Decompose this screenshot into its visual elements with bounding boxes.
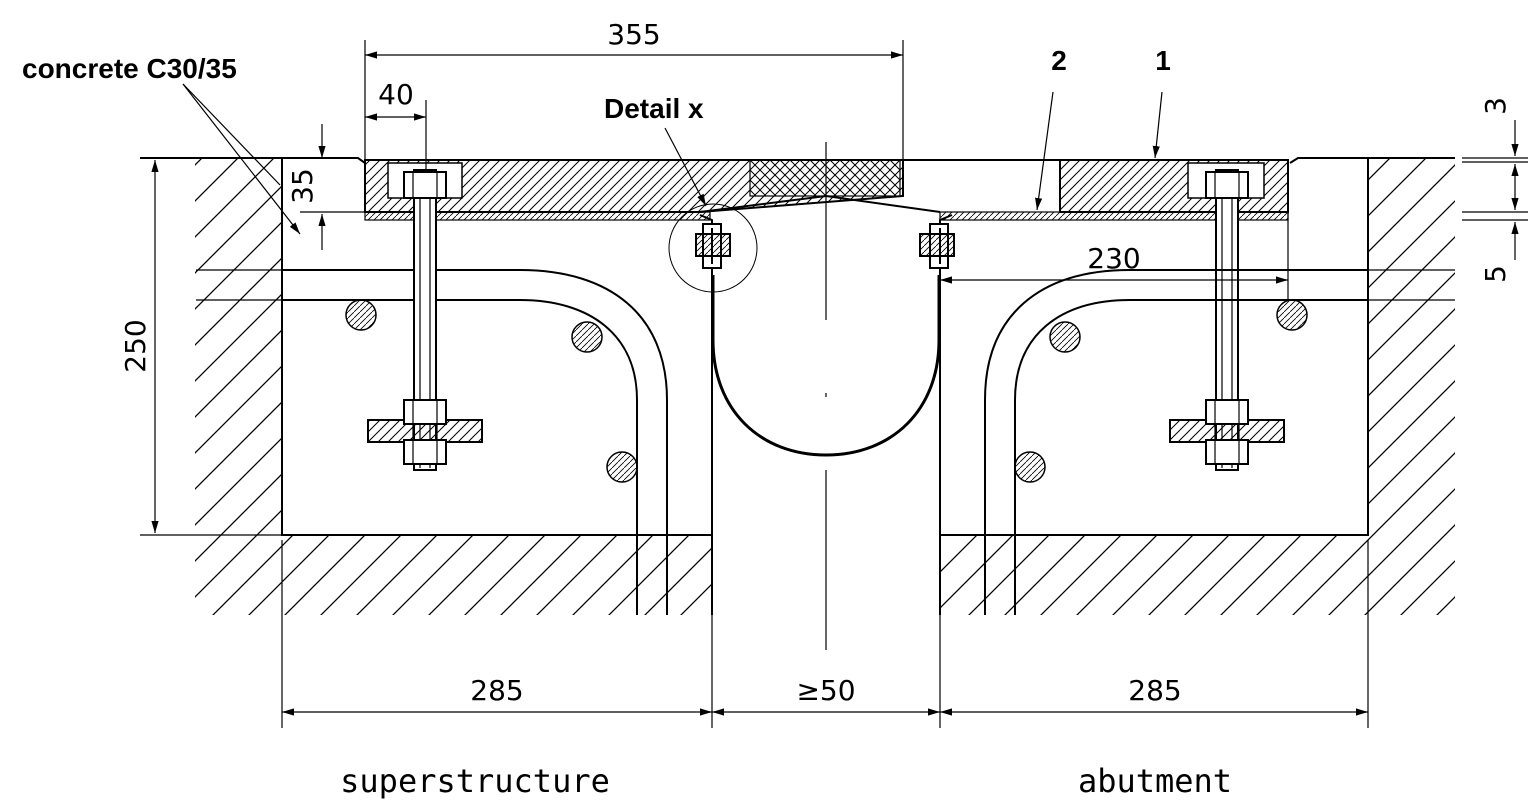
rebar-sections <box>345 299 1308 483</box>
concrete-label: concrete C30/35 <box>22 53 237 84</box>
dim-250: 250 <box>119 319 152 372</box>
dim-min-50: ≥50 <box>796 674 855 707</box>
dim-285-left: 285 <box>470 674 523 707</box>
rubber-seal-profile <box>711 275 941 457</box>
left-block-outline <box>140 157 713 615</box>
dim-3: 3 <box>1479 97 1512 115</box>
right-block-outline <box>939 157 1455 615</box>
left-seal-clamp <box>668 203 758 293</box>
detail-x-circle <box>668 203 758 293</box>
right-surrounding-concrete <box>940 158 1455 615</box>
right-anchor-bolt <box>1169 169 1285 471</box>
dim-35: 35 <box>286 168 319 204</box>
right-rebar-hook <box>984 269 1368 615</box>
left-steel-plate <box>364 159 904 221</box>
dimension-lines <box>151 40 1528 728</box>
dim-5: 5 <box>1479 265 1512 283</box>
dim-40: 40 <box>378 78 414 111</box>
right-seal-clamp <box>919 214 955 275</box>
right-steel-plate <box>699 159 1289 221</box>
item-2-label: 2 <box>1051 45 1067 76</box>
left-anchor-bolt <box>367 169 483 471</box>
abutment-label: abutment <box>1078 762 1232 800</box>
dim-230: 230 <box>1087 242 1140 275</box>
dim-355: 355 <box>607 18 660 51</box>
left-surrounding-concrete <box>195 158 712 615</box>
item-1-label: 1 <box>1155 45 1171 76</box>
leader-lines <box>182 83 1163 235</box>
left-rebar-hook <box>519 269 668 615</box>
superstructure-label: superstructure <box>340 762 610 800</box>
detail-x-label: Detail x <box>604 93 704 124</box>
dim-285-right: 285 <box>1128 674 1181 707</box>
